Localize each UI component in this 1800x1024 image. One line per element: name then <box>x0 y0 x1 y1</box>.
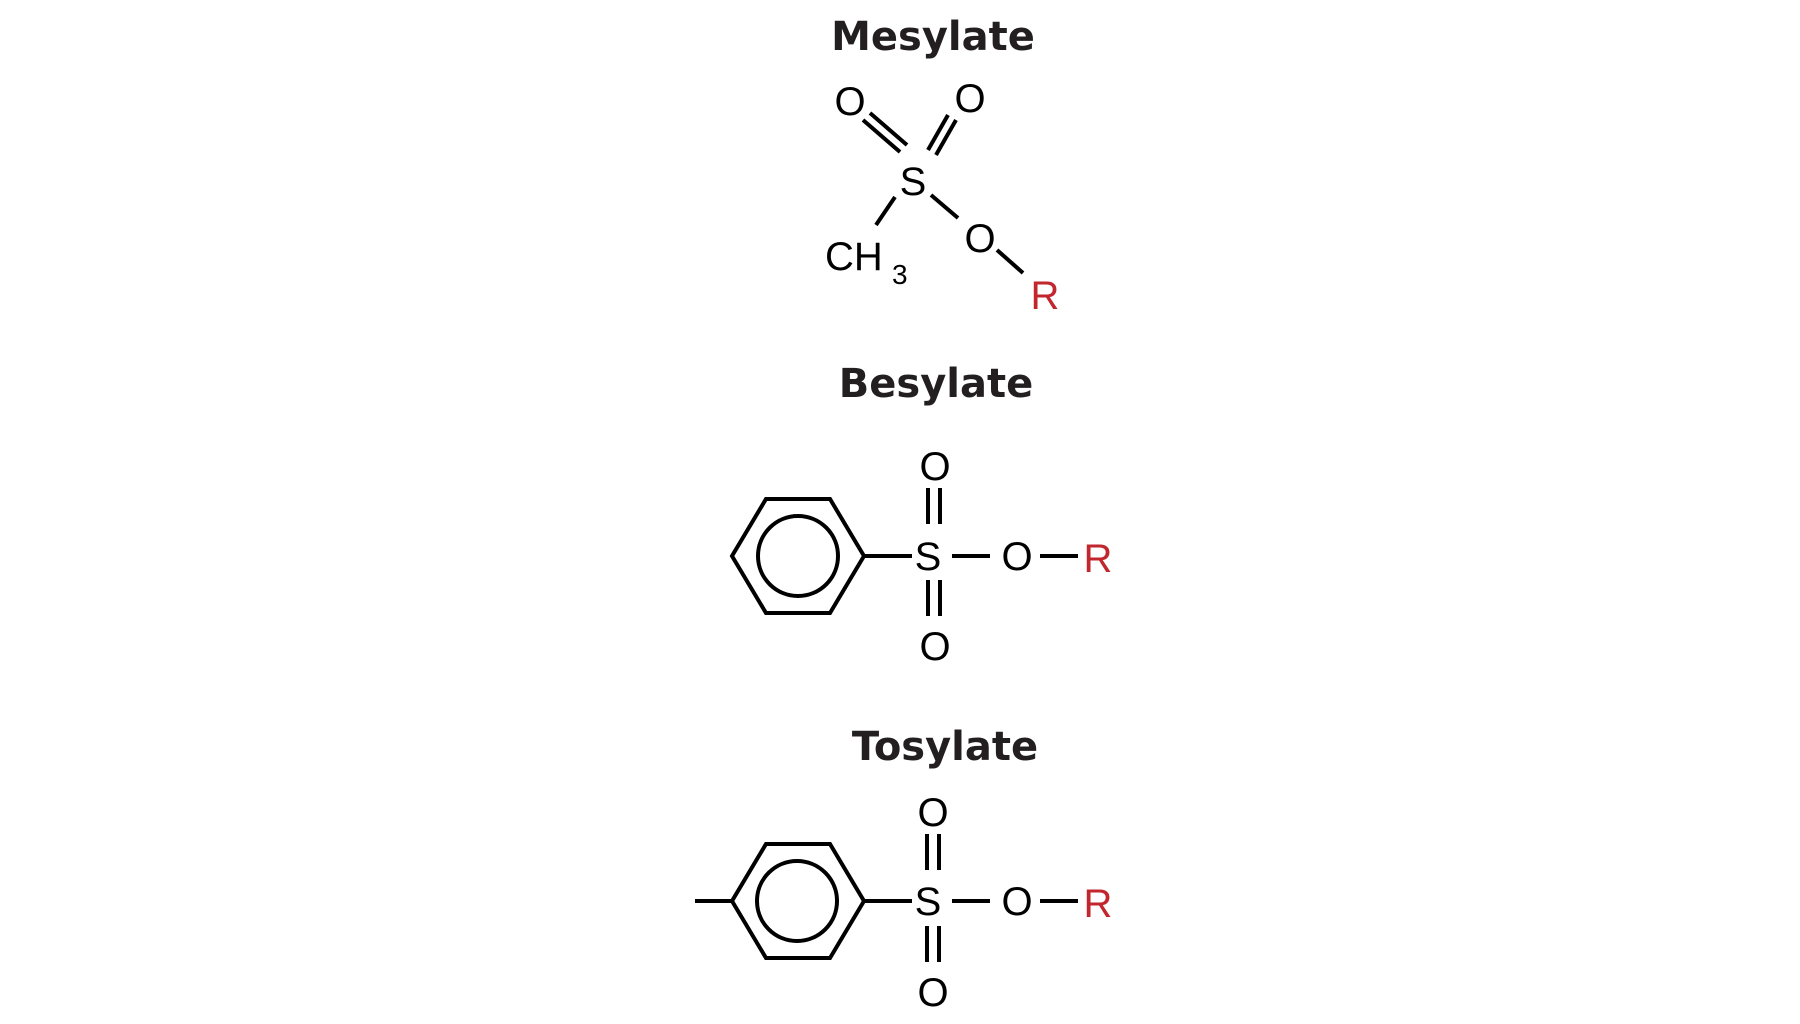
tosylate-title: Tosylate <box>852 724 1038 770</box>
aromatic-circle <box>755 859 839 943</box>
tosylate-sulfur: S <box>915 880 942 924</box>
besylate-ester-oxygen: O <box>1001 535 1032 579</box>
bond <box>934 119 958 156</box>
besylate-r-group: R <box>1084 537 1113 581</box>
bond <box>929 193 960 220</box>
bond <box>995 248 1025 275</box>
mesylate-ester-oxygen: O <box>964 217 995 261</box>
besylate-title: Besylate <box>839 361 1033 407</box>
tosylate-oxygen-top: O <box>917 791 948 835</box>
mesylate-structure: Mesylate O O S O R CH 3 <box>825 14 1059 318</box>
tosylate-oxygen-bottom: O <box>917 971 948 1015</box>
mesylate-methyl: CH <box>825 235 883 279</box>
benzene-ring <box>729 497 867 615</box>
besylate-oxygen-top: O <box>919 445 950 489</box>
mesylate-oxygen-left: O <box>834 80 865 124</box>
tosylate-structure: Tosylate S O O O R <box>695 724 1112 1015</box>
bond <box>874 195 897 227</box>
besylate-structure: Besylate S O O O R <box>729 361 1113 669</box>
tosylate-r-group: R <box>1084 882 1113 926</box>
bond <box>868 111 909 147</box>
mesylate-title: Mesylate <box>831 14 1035 60</box>
tosylate-ester-oxygen: O <box>1001 880 1032 924</box>
mesylate-sulfur: S <box>900 160 927 204</box>
besylate-oxygen-bottom: O <box>919 625 950 669</box>
bond <box>926 114 950 151</box>
benzene-ring <box>729 842 867 960</box>
besylate-sulfur: S <box>915 535 942 579</box>
mesylate-oxygen-right: O <box>954 77 985 121</box>
mesylate-r-group: R <box>1031 274 1060 318</box>
bond <box>861 118 902 154</box>
mesylate-methyl-subscript: 3 <box>892 259 908 290</box>
aromatic-circle <box>756 514 840 598</box>
